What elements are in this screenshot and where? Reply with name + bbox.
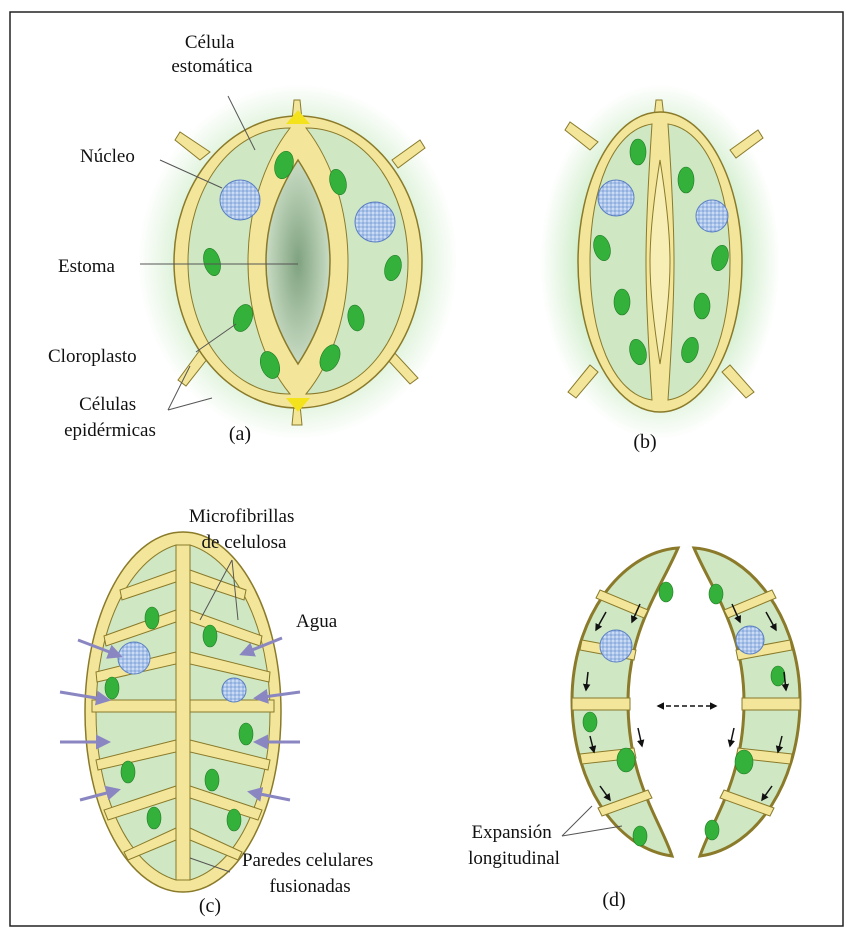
nucleus-icon — [222, 678, 246, 702]
nucleus-icon — [600, 630, 632, 662]
nucleus-icon — [220, 180, 260, 220]
panel-tag-a: (a) — [229, 423, 251, 445]
label-celula-estomatica: Célula estomática — [171, 32, 253, 77]
panel-a: Célula estomática Núcleo Estoma Cloropla… — [48, 32, 458, 445]
label-microfibrillas: Microfibrillas de celulosa — [189, 506, 299, 553]
label-expansion-longitudinal: Expansión longitudinal — [468, 822, 560, 869]
nucleus-icon — [736, 626, 764, 654]
panel-b: (b) — [540, 84, 780, 453]
panel-c: Microfibrillas de celulosa Agua Paredes … — [60, 506, 378, 917]
label-celulas-epidermicas: Células epidérmicas — [64, 394, 156, 441]
label-cloroplasto: Cloroplasto — [48, 346, 137, 367]
label-paredes-fusionadas: Paredes celulares fusionadas — [242, 850, 378, 897]
label-nucleo: Núcleo — [80, 146, 135, 167]
nucleus-icon — [696, 200, 728, 232]
nucleus-icon — [598, 180, 634, 216]
label-agua: Agua — [296, 611, 338, 632]
panel-tag-b: (b) — [633, 431, 656, 453]
panel-tag-d: (d) — [602, 889, 625, 911]
panel-tag-c: (c) — [199, 895, 221, 917]
nucleus-icon — [118, 642, 150, 674]
panel-d: Expansión longitudinal (d) — [468, 548, 800, 911]
nucleus-icon — [355, 202, 395, 242]
label-estoma: Estoma — [58, 256, 116, 277]
